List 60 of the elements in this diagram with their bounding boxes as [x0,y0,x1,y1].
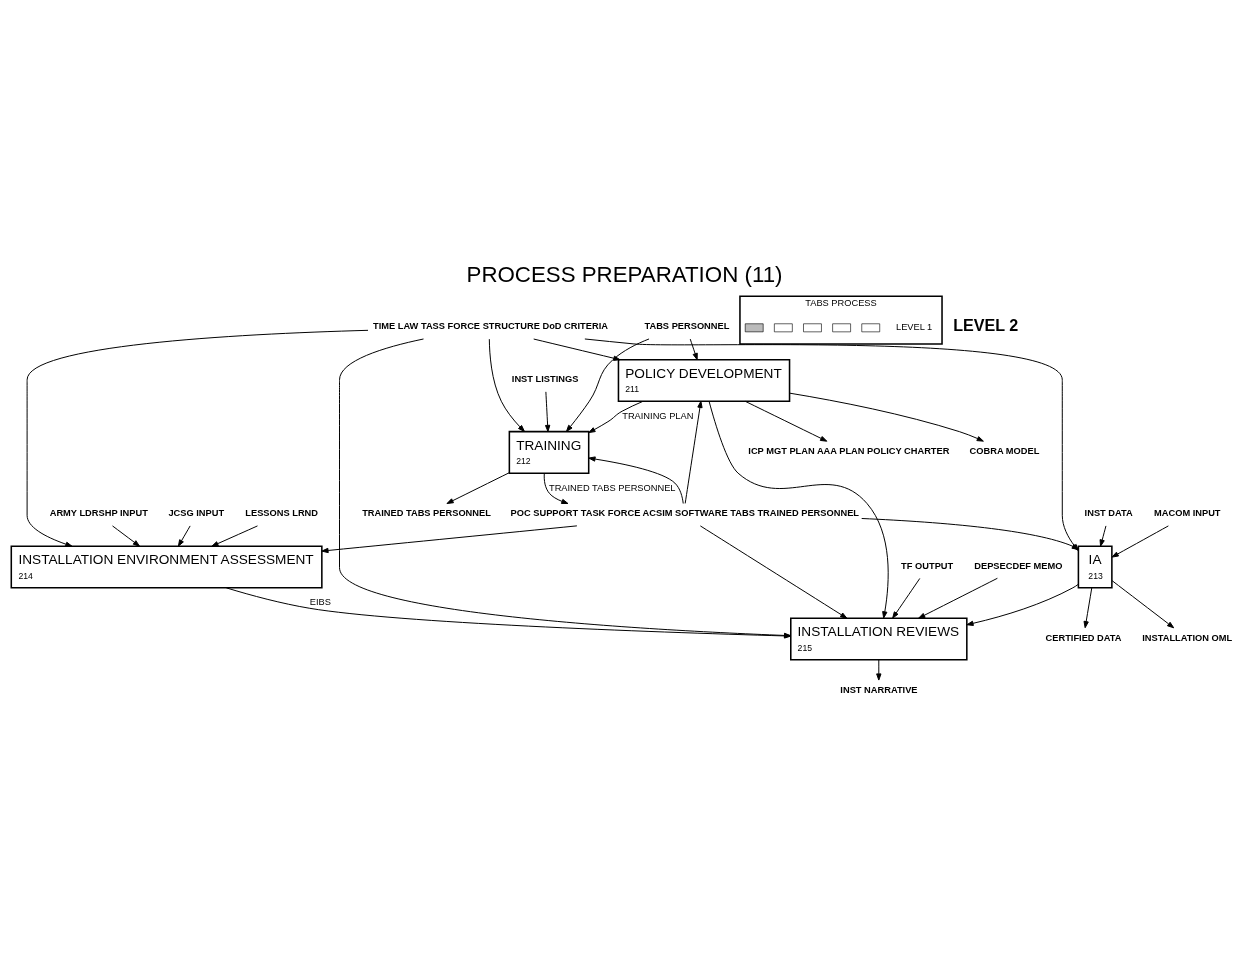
arrow [708,400,889,619]
node-text: POC SUPPORT TASK FORCE ACSIM SOFTWARE TABS TRAINED PERSONNEL [510,508,859,519]
edge-label: EIBS [309,597,331,608]
arrow [1111,525,1169,558]
arrow [321,525,578,554]
arrow [112,525,140,547]
arrow [565,338,650,432]
node-text: JCSG INPUT [168,508,225,519]
arrow [966,583,1079,626]
node-text: INST DATA [1084,508,1133,519]
arrow [588,456,684,504]
label: LEVEL 2 [953,316,1019,335]
node-text: TABS PERSONNEL [644,321,730,332]
arrow [533,338,621,361]
node-text: TRAINED TABS PERSONNEL [362,508,491,519]
arrow [544,391,551,433]
arrow [543,472,569,504]
node-text: COBRA MODEL [969,445,1040,456]
node-box: INSTALLATION REVIEWS 215 [790,617,968,661]
arrow [211,525,258,547]
arrow [1099,525,1107,547]
diagram-title: PROCESS PREPARATION (11) [466,261,783,287]
node-text: CERTIFIED DATA [1045,632,1122,643]
node-text: TIME LAW TASS FORCE STRUCTURE DoD CRITERIA [372,321,608,332]
node-text: MACOM INPUT [1154,508,1221,519]
cluster: TABS PROCESS LEVEL 1 [739,295,943,345]
node-text: INSTALLATION OML [1142,632,1233,643]
arrow [177,525,191,547]
arrow [918,577,998,619]
node-box [774,323,793,333]
node-box: IA 213 [1077,545,1113,589]
arrow [699,525,848,619]
edge-label: TRAINED TABS PERSONNEL [548,482,676,493]
node-text: LESSONS LRND [245,508,319,519]
node-text: ARMY LDRSHP INPUT [49,508,148,519]
node-box [803,323,822,333]
node-box: POLICY DEVELOPMENT 211 [617,358,791,403]
node-text: TF OUTPUT [901,560,954,571]
node-box [861,323,881,333]
arrow [876,659,882,681]
arrow [26,329,369,547]
arrow [789,392,984,442]
node-text: ICP MGT PLAN AAA PLAN POLICY CHARTER [748,445,950,456]
arrow [744,400,828,442]
node-box [832,323,851,333]
arrow [892,577,921,619]
arrow [1111,580,1175,629]
arrow [488,338,525,432]
node-text: INST NARRATIVE [840,684,918,695]
arrow [446,472,510,505]
arrow [588,400,644,434]
node-box [744,323,764,333]
node-box: INSTALLATION ENVIRONMENT ASSESSMENT 214 [10,545,323,589]
arrow [1083,587,1093,629]
arrow [689,338,698,361]
node-text: DEPSECDEF MEMO [974,560,1063,571]
node-box: TRAINING 212 [508,430,590,474]
node-text: INST LISTINGS [511,374,579,385]
edge-label: TRAINING PLAN [622,410,694,421]
arrow [684,400,703,504]
